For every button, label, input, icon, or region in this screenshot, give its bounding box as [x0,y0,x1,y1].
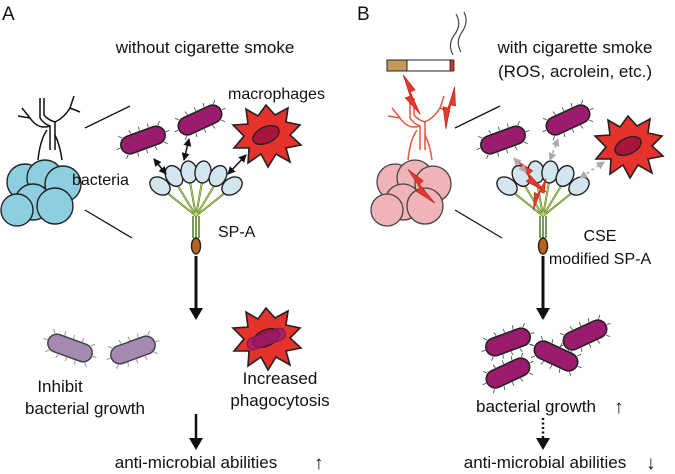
zoom-line-top [84,105,131,129]
panel-a: A without cigarette smoke macrophages ba… [0,4,330,474]
panel-a-bottom: anti-microbial abilities [115,453,278,472]
label-spa: SP-A [218,224,256,241]
zoom-line-bottom [84,209,133,239]
panel-a-title: without cigarette smoke [115,38,295,57]
panel-b-title-line1: with cigarette smoke [497,38,653,57]
binding-arrow-dashed [548,138,560,161]
macrophage-icon [594,115,664,179]
smoke-icon [449,11,467,56]
lung-alveoli-icon [370,159,452,227]
panel-b-letter: B [357,4,370,25]
up-arrow-icon: ↑ [314,453,324,474]
zoom-line-bottom [454,209,503,239]
label-cse-line2: modified SP-A [549,251,652,268]
bacterium-icon [38,324,102,372]
panel-b: B with cigarette smoke (ROS, acrolein, e… [357,4,664,474]
airway-tree-icon [17,95,81,161]
panel-b-middle: bacterial growth [476,397,596,416]
bacterium-icon [475,347,541,399]
zoom-line-top [454,105,501,129]
bacterium-icon [167,94,233,146]
bacterium-icon [471,116,535,164]
down-arrow-icon: ↓ [646,453,656,474]
cigarette-icon [386,59,455,72]
macrophage-icon [232,307,302,371]
binding-arrow-dashed [579,161,605,179]
binding-arrow [181,138,192,161]
bacterium-icon [476,318,540,366]
binding-arrow [227,154,247,175]
lung-alveoli-icon [0,159,82,227]
up-arrow-icon: ↑ [614,397,624,418]
label-bacteria: bacteria [72,172,129,189]
airway-tree-icon [387,95,451,161]
outcome-right-line2: phagocytosis [230,391,329,410]
bacterium-icon [101,326,165,374]
sp-a-protein-icon [492,158,594,255]
binding-arrow [153,158,167,175]
lightning-bolt-icon [434,85,464,130]
bacterium-icon [111,116,175,164]
label-macrophages: macrophages [228,86,325,103]
lightning-bolt-icon [400,72,421,117]
outcome-left-line2: bacterial growth [25,399,145,418]
outcome-left-line1: Inhibit [37,377,83,396]
panel-b-title-line2: (ROS, acrolein, etc.) [498,62,652,81]
label-cse-line1: CSE [584,228,617,245]
panel-b-bottom: anti-microbial abilities [464,453,627,472]
bacterium-icon [535,94,601,146]
outcome-right-line1: Increased [243,369,318,388]
panel-a-letter: A [2,4,15,25]
